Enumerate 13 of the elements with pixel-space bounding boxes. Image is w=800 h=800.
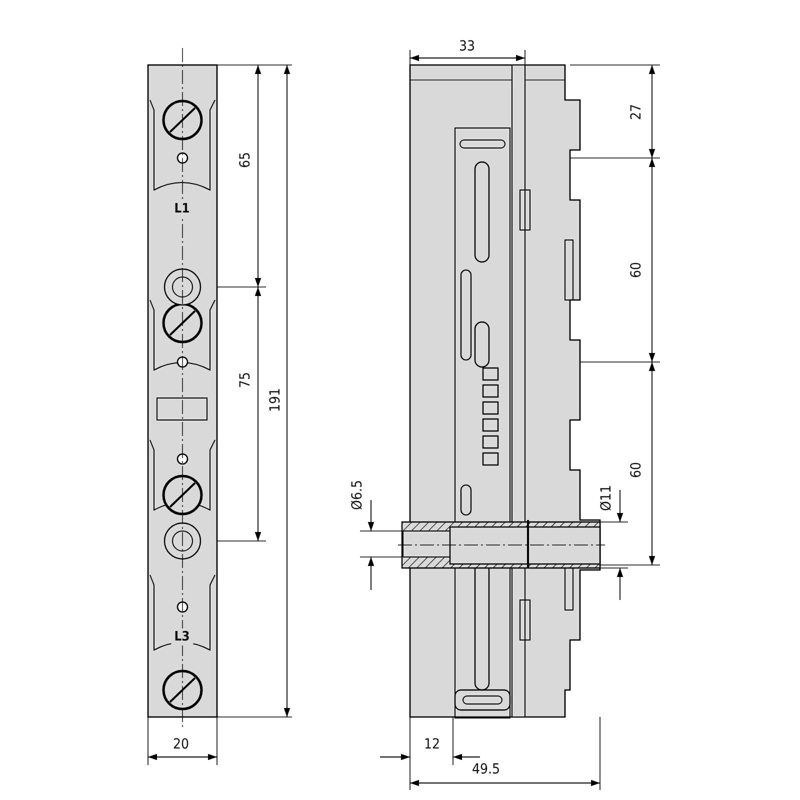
dimension-label: 33 — [458, 40, 476, 54]
dimension-label: 191 — [268, 388, 284, 412]
dimension-label: 12 — [424, 738, 440, 752]
dimension-label: Ø11 — [600, 485, 614, 511]
dimension-label: 49.5 — [472, 762, 500, 778]
dimension-label: 60 — [630, 462, 644, 478]
dimension-label: 65 — [238, 152, 254, 168]
dimension-label: Ø6.5 — [350, 480, 366, 510]
dimension-label: 60 — [630, 262, 644, 278]
dimension-label: 20 — [172, 738, 190, 752]
terminal-marking: L3 — [171, 628, 193, 646]
dimension-label: 27 — [630, 104, 644, 120]
dimension-label: 75 — [238, 372, 254, 388]
